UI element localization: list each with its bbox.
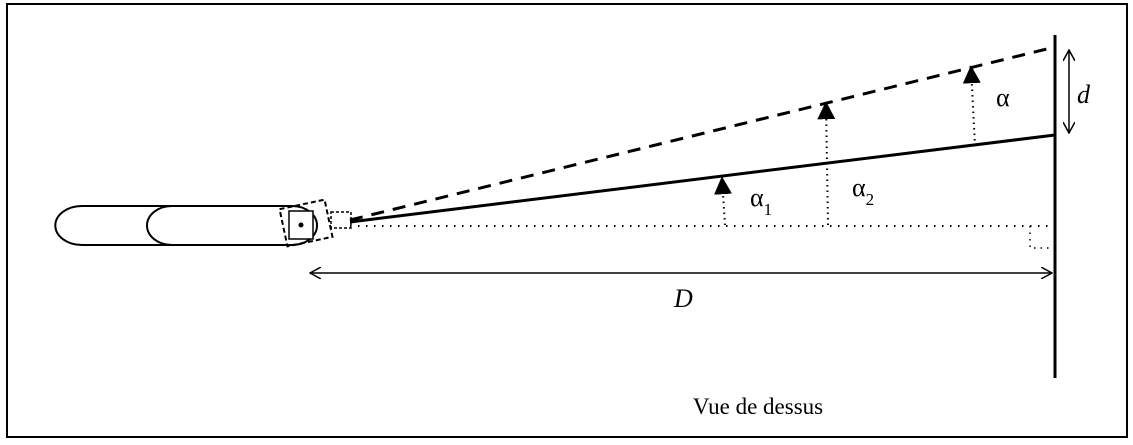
label-D: D <box>673 284 693 313</box>
front-car <box>146 205 318 246</box>
diagram-frame <box>6 3 1128 438</box>
alpha1-arc-arrow <box>714 176 733 226</box>
label-alpha1: α1 <box>750 183 772 219</box>
camera-pivot-dot <box>298 222 304 228</box>
camera-lens <box>330 211 352 229</box>
caption-top-view: Vue de dessus <box>693 394 823 419</box>
camera-device <box>278 198 352 248</box>
camera-outline-dashed <box>278 198 334 248</box>
line-of-sight-solid <box>349 133 1056 224</box>
label-alpha2-symbol: α <box>852 173 866 202</box>
label-alpha1-symbol: α <box>750 183 764 212</box>
alpha2-arc-arrow <box>817 101 836 226</box>
label-alpha2-subscript: 2 <box>866 190 875 209</box>
label-alpha: α <box>996 83 1010 112</box>
alpha-arc-arrow <box>962 65 981 147</box>
label-alpha2: α2 <box>852 173 874 209</box>
rear-car <box>54 205 175 246</box>
label-d: d <box>1077 80 1091 109</box>
right-angle-mark <box>1029 226 1052 249</box>
line-of-sight-dashed <box>349 45 1056 222</box>
label-alpha1-subscript: 1 <box>764 200 773 219</box>
